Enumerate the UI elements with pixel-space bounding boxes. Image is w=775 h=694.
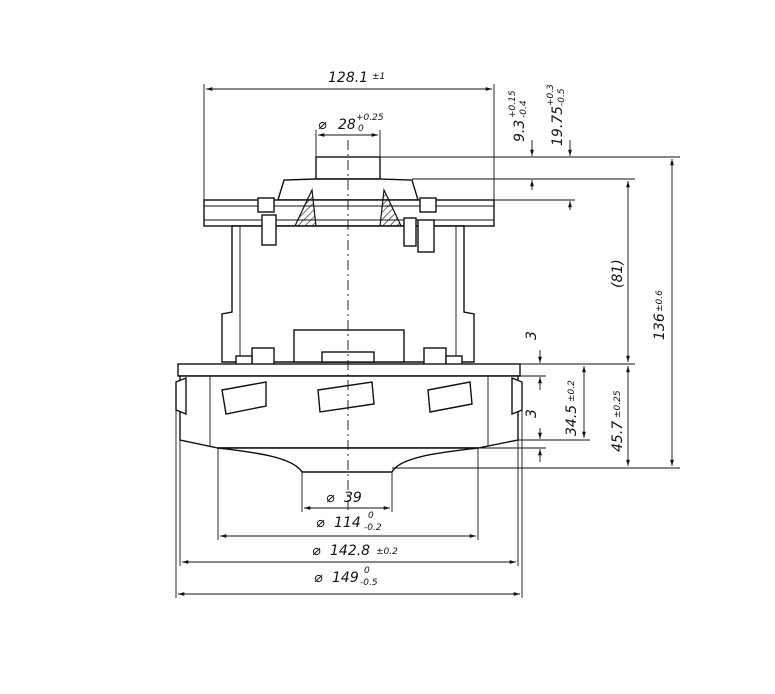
dim-114-prefix: ⌀ bbox=[316, 515, 325, 531]
dim-45-7-tol: ±0.25 bbox=[613, 390, 623, 418]
dim-128-value: 128.1 bbox=[328, 70, 368, 86]
dim-136-tol: ±0.6 bbox=[655, 290, 665, 312]
vent-slot-right bbox=[427, 381, 473, 413]
dim-28-tol-low: 0 bbox=[358, 124, 364, 134]
vent-slot-left bbox=[221, 381, 267, 415]
dim-34-5-value: 34.5 bbox=[564, 405, 580, 436]
dim-9-3-value: 9.3 bbox=[512, 120, 528, 142]
dim-149-tol-up: 0 bbox=[364, 566, 370, 576]
dim-19-75-tol-up: +0.3 bbox=[546, 84, 556, 106]
dim-114-value: 114 bbox=[334, 515, 361, 531]
dim-9-3-tol-low: -0.4 bbox=[519, 100, 529, 118]
brush-holder-right bbox=[403, 217, 417, 247]
dim-19-75-tol-low: -0.5 bbox=[557, 88, 567, 106]
dim-142-8-prefix: ⌀ bbox=[312, 543, 321, 559]
dim-19-75-value: 19.75 bbox=[550, 106, 566, 146]
dim-114-tol-up: 0 bbox=[368, 511, 374, 521]
dim-128-tol: ±1 bbox=[372, 72, 385, 82]
dim-142-8-tol: ±0.2 bbox=[376, 547, 398, 557]
top-flange bbox=[203, 199, 495, 227]
motor-body bbox=[175, 140, 523, 510]
dim-149-tol-low: -0.5 bbox=[360, 578, 378, 588]
dim-9-3-tol-up: +0.15 bbox=[508, 90, 518, 118]
dimension-labels: 128.1 ±1 ⌀ 28 +0.25 0 9.3 +0.15 -0.4 19.… bbox=[312, 70, 668, 588]
dimension-lines bbox=[175, 84, 680, 598]
dim-3-top: 3 bbox=[524, 331, 540, 340]
dim-39-value: 39 bbox=[344, 490, 362, 506]
dim-149-prefix: ⌀ bbox=[314, 570, 323, 586]
brush-holder-left bbox=[261, 214, 277, 246]
dim-3-bottom: 3 bbox=[524, 409, 540, 418]
dim-149-value: 149 bbox=[332, 570, 359, 586]
dim-81-value: (81) bbox=[610, 259, 626, 288]
vent-slot-center bbox=[317, 381, 375, 413]
dim-34-5-tol: ±0.2 bbox=[567, 380, 577, 402]
dim-28-tol-up: +0.25 bbox=[356, 113, 384, 123]
dim-39-prefix: ⌀ bbox=[326, 490, 335, 506]
dim-114-tol-low: -0.2 bbox=[364, 523, 382, 533]
dim-142-8-value: 142.8 bbox=[330, 543, 370, 559]
dim-28-prefix: ⌀ bbox=[318, 117, 327, 133]
dim-45-7-value: 45.7 bbox=[610, 421, 626, 452]
dim-28-value: 28 bbox=[338, 117, 356, 133]
fan-flange bbox=[177, 363, 521, 377]
dim-136-value: 136 bbox=[652, 313, 668, 340]
